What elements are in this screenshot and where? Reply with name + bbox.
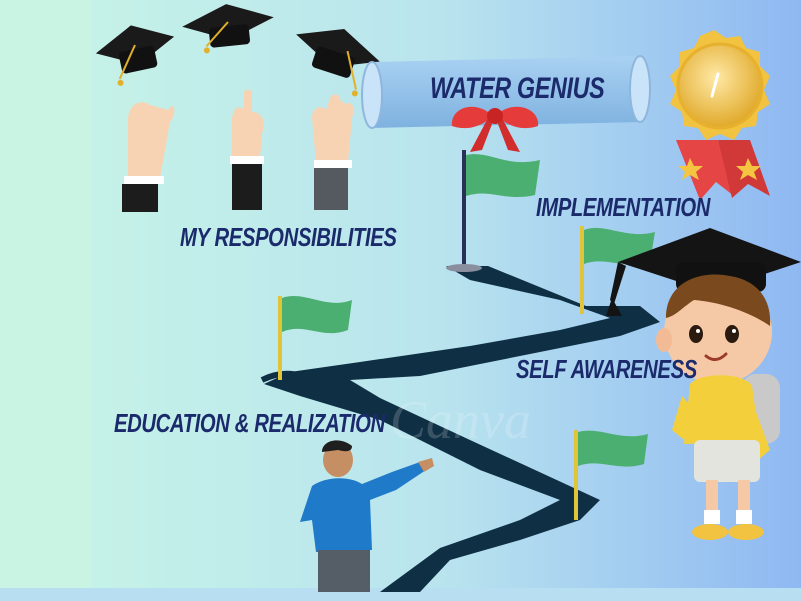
- self-awareness-label: SELF AWARENESS: [516, 354, 697, 384]
- graduation-cap-icon: [95, 25, 175, 86]
- left-margin-strip: [0, 0, 92, 601]
- diploma-scroll-icon: [361, 55, 651, 152]
- implementation-label: IMPLEMENTATION: [536, 192, 711, 222]
- flag-icon: [446, 150, 540, 272]
- raised-hand-icon: [230, 89, 264, 210]
- award-medal-icon: [670, 30, 770, 200]
- title-label: WATER GENIUS: [430, 72, 605, 105]
- watermark: Canva: [390, 390, 531, 450]
- flag-icon: [278, 296, 352, 380]
- graduation-cap-icon: [182, 4, 274, 54]
- bottom-strip: [0, 588, 801, 601]
- education-label: EDUCATION & REALIZATION: [114, 408, 385, 438]
- student-boy-icon: [606, 228, 801, 540]
- raised-hand-icon: [122, 102, 175, 212]
- flag-icon: [574, 430, 648, 520]
- man-pointing-icon: [300, 440, 434, 592]
- raised-hand-icon: [312, 94, 354, 210]
- responsibilities-label: MY RESPONSIBILITIES: [180, 222, 397, 252]
- graduation-cap-icon: [296, 28, 380, 97]
